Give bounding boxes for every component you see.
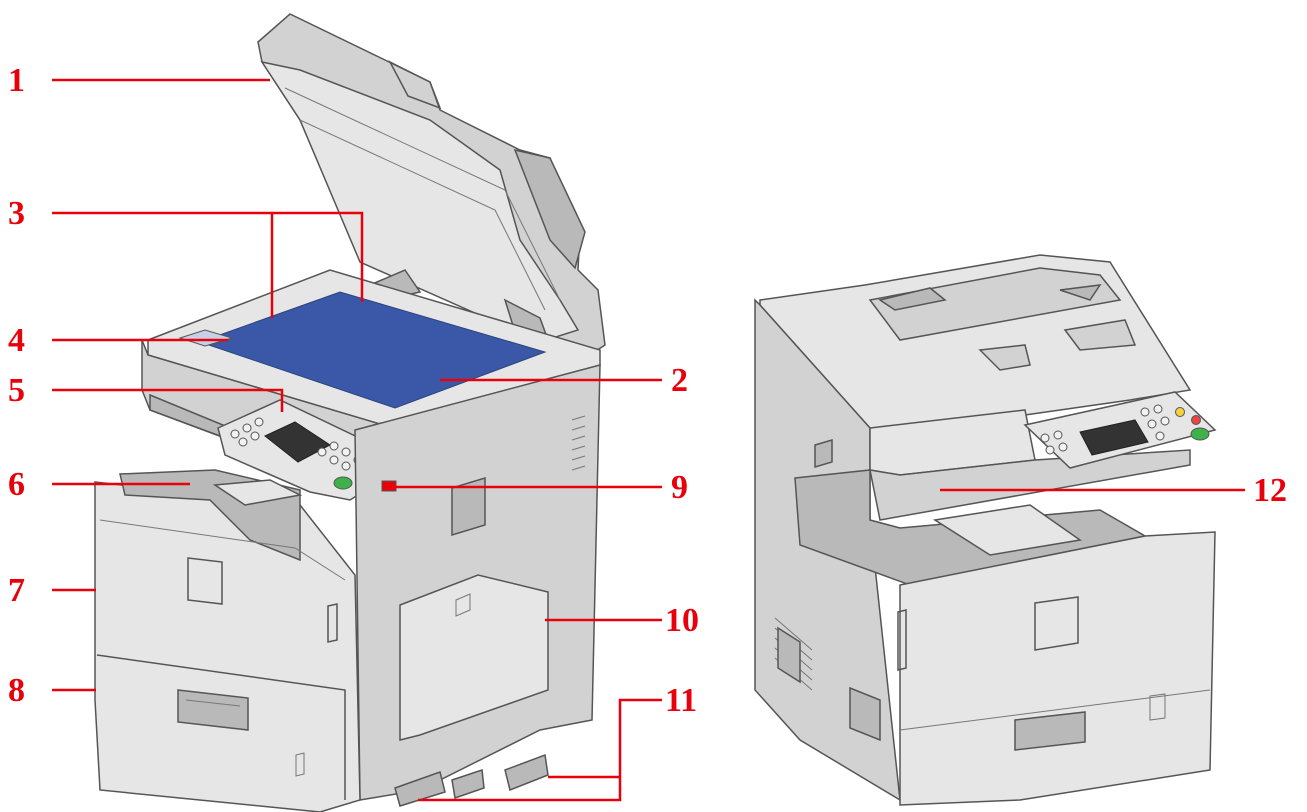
callout-6: 6 xyxy=(8,466,25,503)
callout-8: 8 xyxy=(8,672,25,709)
cassette-handle xyxy=(177,689,249,731)
leader-5 xyxy=(52,388,284,412)
callout-9: 9 xyxy=(671,469,688,506)
callout-1: 1 xyxy=(8,62,25,99)
callout-5: 5 xyxy=(8,372,25,409)
left-machine-illustration xyxy=(94,13,606,812)
callout-10: 10 xyxy=(665,602,699,639)
right-machine-illustration xyxy=(754,254,1217,806)
cassette-handle-right xyxy=(1014,711,1086,751)
machine-front xyxy=(94,481,361,812)
slit-glass xyxy=(178,329,234,347)
callout-3: 3 xyxy=(8,195,25,232)
callout-12: 12 xyxy=(1253,472,1287,509)
callout-7: 7 xyxy=(8,572,25,609)
leader-lines xyxy=(52,78,1245,802)
operation-panel-right xyxy=(1023,391,1217,469)
handle-right xyxy=(504,753,549,792)
right-machine-front xyxy=(899,531,1216,806)
cassette xyxy=(96,654,346,800)
eject-guide xyxy=(932,504,1082,556)
callout-11: 11 xyxy=(665,682,697,719)
leader-11 xyxy=(418,698,662,802)
callout-4: 4 xyxy=(8,322,25,359)
leader-3 xyxy=(52,211,364,318)
handle-front-lower xyxy=(394,771,446,807)
front-cover-latch xyxy=(187,557,223,605)
callout-2: 2 xyxy=(671,362,688,399)
interface-cover xyxy=(451,476,486,537)
right-cover xyxy=(399,574,549,741)
callout-labels: 1 2 3 4 5 6 7 8 9 10 11 12 xyxy=(8,62,1287,719)
